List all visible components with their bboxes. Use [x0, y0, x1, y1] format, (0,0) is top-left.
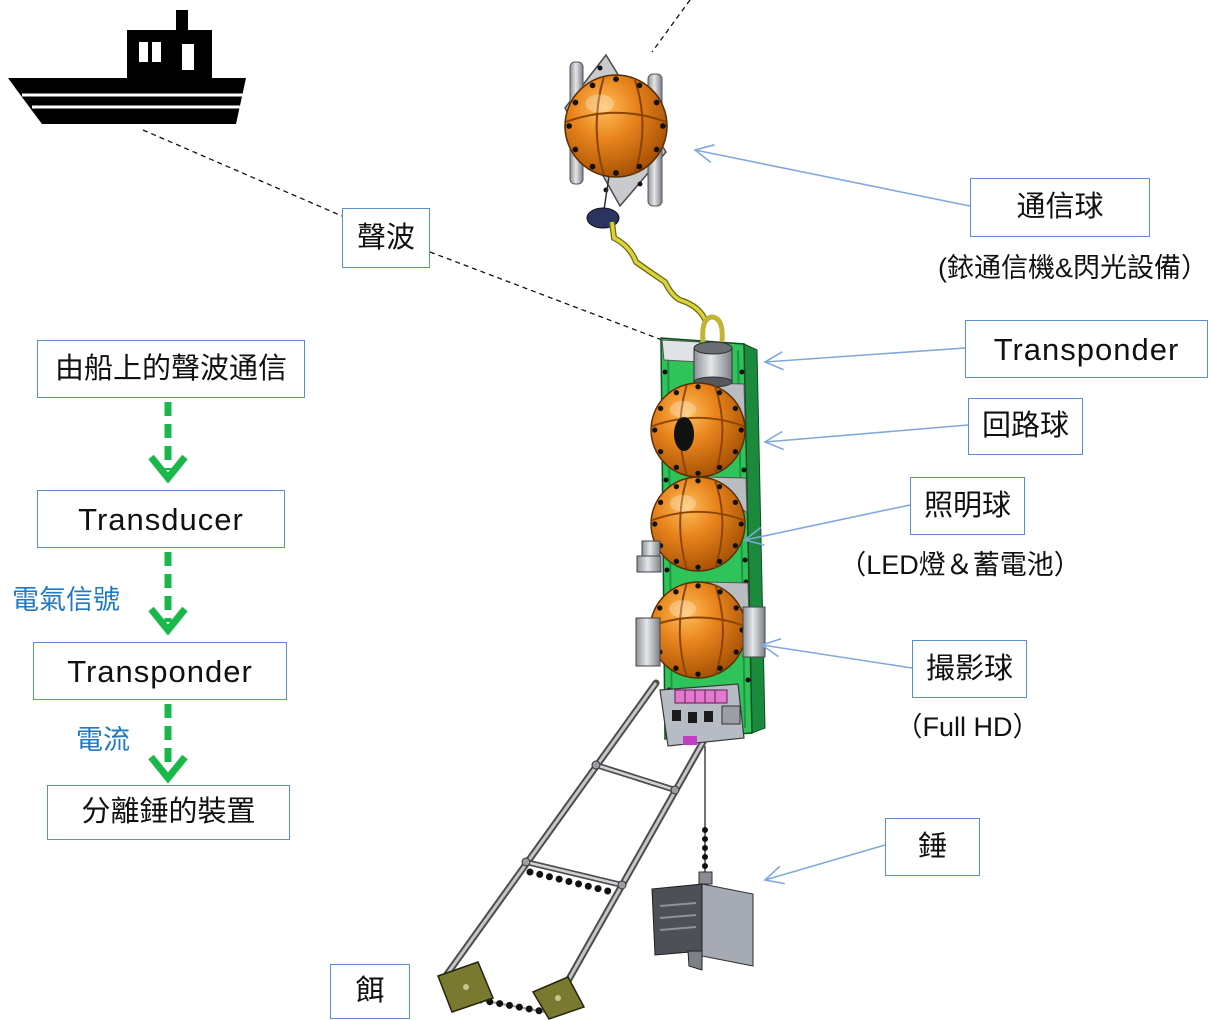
flow-arrow-2 [148, 552, 188, 636]
flow-transition-2: 電流 [76, 725, 130, 755]
satellite-link-path [651, 0, 691, 53]
label-box-light-sphere: 照明球 [910, 477, 1025, 535]
light-sphere [650, 476, 746, 572]
light-sphere-label: 照明球 [923, 489, 1011, 522]
flow-transition-1: 電氣信號 [12, 585, 120, 615]
camera-sphere-label: 撮影球 [925, 652, 1013, 685]
ship-icon [8, 10, 246, 124]
sound-wave-path-upper [142, 129, 343, 217]
arrow-weight [763, 844, 886, 885]
flow-step-4: 分離錘的裝置 [47, 785, 290, 840]
arrow-transponder [763, 347, 966, 371]
lifting-hook [700, 314, 725, 343]
tether-rope [610, 221, 708, 323]
camera-sphere [649, 581, 747, 679]
flow-arrow-3 [148, 704, 188, 784]
side-clamps [635, 540, 766, 667]
bait-chain [476, 996, 550, 1016]
transponder-label: Transponder [993, 331, 1180, 367]
signal-dashed-lines [142, 0, 691, 341]
comm-sphere [563, 73, 669, 179]
bait-arm [437, 679, 707, 1020]
flow-step-1: 由船上的聲波通信 [37, 340, 305, 398]
label-box-weight: 錘 [885, 818, 980, 876]
flow-step-1-label: 由船上的聲波通信 [54, 352, 287, 385]
circuit-sphere-port [674, 417, 694, 451]
label-box-transponder: Transponder [965, 320, 1208, 378]
flow-step-2: Transducer [37, 490, 285, 548]
comm-sphere-assembly [563, 53, 709, 324]
camera-sphere-note: （Full HD） [895, 712, 1040, 742]
arrow-circuit-sphere [763, 424, 969, 451]
label-box-sound-wave: 聲波 [342, 208, 430, 268]
circuit-sphere-label: 回路球 [981, 410, 1069, 442]
label-box-comm-sphere: 通信球 [970, 178, 1150, 237]
flow-arrow-1 [148, 402, 188, 484]
circuit-sphere [650, 382, 746, 478]
arrow-light-sphere [743, 504, 911, 546]
bait-label: 餌 [355, 975, 385, 1007]
flow-step-2-label: Transducer [78, 501, 244, 537]
callout-arrows [693, 144, 971, 885]
flow-step-4-label: 分離錘的裝置 [81, 796, 256, 828]
label-box-circuit-sphere: 回路球 [968, 398, 1083, 455]
flow-arrows [148, 402, 188, 784]
weight-block [651, 746, 754, 971]
transponder-unit [693, 314, 733, 388]
flow-step-3-label: Transponder [67, 653, 253, 689]
comm-sphere-note: (銥通信機&閃光設備） [938, 253, 1208, 283]
arrow-camera-sphere [760, 638, 913, 669]
sound-wave-path-lower [429, 251, 663, 341]
comm-sphere-label: 通信球 [1016, 191, 1104, 223]
weight-label: 錘 [917, 830, 947, 863]
label-box-camera-sphere: 撮影球 [912, 640, 1027, 698]
label-box-bait: 餌 [330, 964, 410, 1019]
release-mechanism [659, 683, 745, 747]
arrow-comm-sphere [693, 144, 971, 207]
sound-wave-label: 聲波 [356, 221, 415, 254]
flow-step-3: Transponder [33, 642, 287, 700]
light-sphere-note: （LED燈＆蓄電池） [839, 550, 1081, 580]
